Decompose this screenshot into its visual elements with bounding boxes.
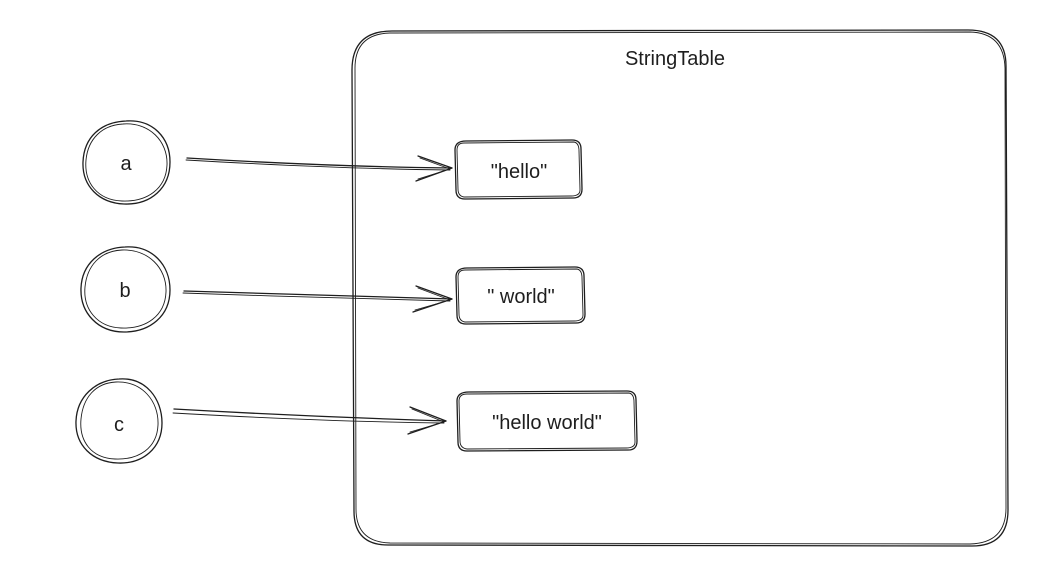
string-value-hello-world: "hello world": [492, 412, 602, 434]
arrow-a-to-hello: [185, 155, 453, 182]
string-value-world: " world": [487, 286, 555, 308]
variable-node-b[interactable]: b: [80, 246, 171, 333]
variable-label-a: a: [120, 153, 132, 175]
variable-node-a[interactable]: a: [82, 120, 171, 205]
variable-label-b: b: [119, 280, 130, 302]
string-entry-hello-world[interactable]: "hello world": [456, 390, 638, 452]
string-table-title: StringTable: [625, 48, 725, 70]
string-table-container: StringTable: [351, 29, 1009, 547]
variable-label-c: c: [114, 414, 124, 436]
arrow-b-to-world: [182, 285, 453, 313]
string-entry-hello[interactable]: "hello": [454, 139, 583, 200]
string-entry-world[interactable]: " world": [455, 266, 586, 325]
variable-node-c[interactable]: c: [75, 378, 163, 464]
string-value-hello: "hello": [491, 161, 547, 183]
arrow-c-to-hello-world: [172, 406, 447, 435]
